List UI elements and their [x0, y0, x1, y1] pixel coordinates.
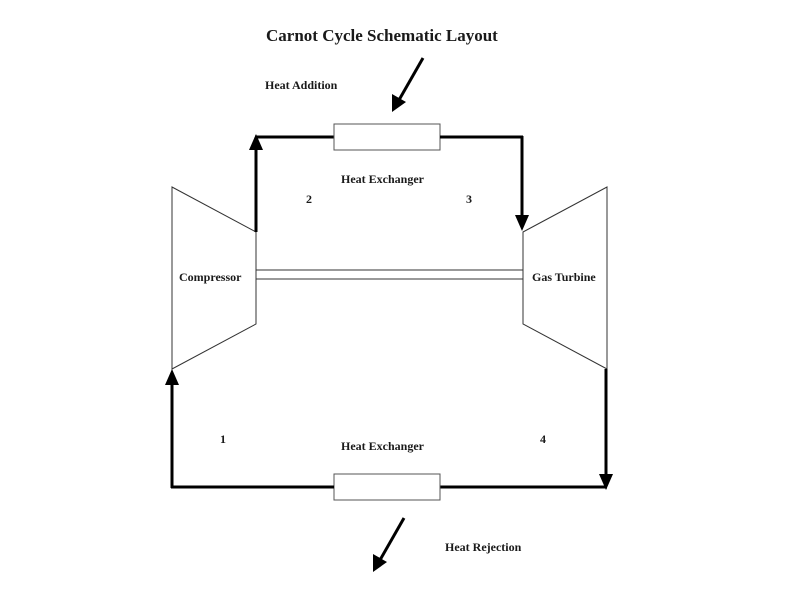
state-2-label: 2: [306, 192, 312, 206]
arrow-up-icon: [165, 369, 179, 385]
state-3-label: 3: [466, 192, 472, 206]
arrow-down-icon: [599, 474, 613, 490]
state-1-label: 1: [220, 432, 226, 446]
heat-addition-arrow: [397, 57, 425, 101]
arrow-up-icon: [249, 134, 263, 150]
heat-exchanger-bottom: [333, 473, 441, 501]
heat-exchanger-bottom-label: Heat Exchanger: [341, 439, 424, 453]
arrow-down-icon: [515, 215, 529, 231]
compressor-label: Compressor: [179, 270, 242, 284]
heat-addition-label: Heat Addition: [265, 78, 338, 92]
heat-exchanger-top: [333, 123, 441, 151]
arrow-diagonal-icon: [373, 554, 387, 572]
heat-rejection-arrow: [378, 517, 406, 561]
heat-exchanger-top-label: Heat Exchanger: [341, 172, 424, 186]
state-4-label: 4: [540, 432, 546, 446]
arrow-diagonal-icon: [392, 94, 406, 112]
diagram-title: Carnot Cycle Schematic Layout: [266, 26, 498, 45]
compressor-shape: [171, 186, 257, 370]
gas-turbine-label: Gas Turbine: [532, 270, 596, 284]
heat-rejection-label: Heat Rejection: [445, 540, 522, 554]
